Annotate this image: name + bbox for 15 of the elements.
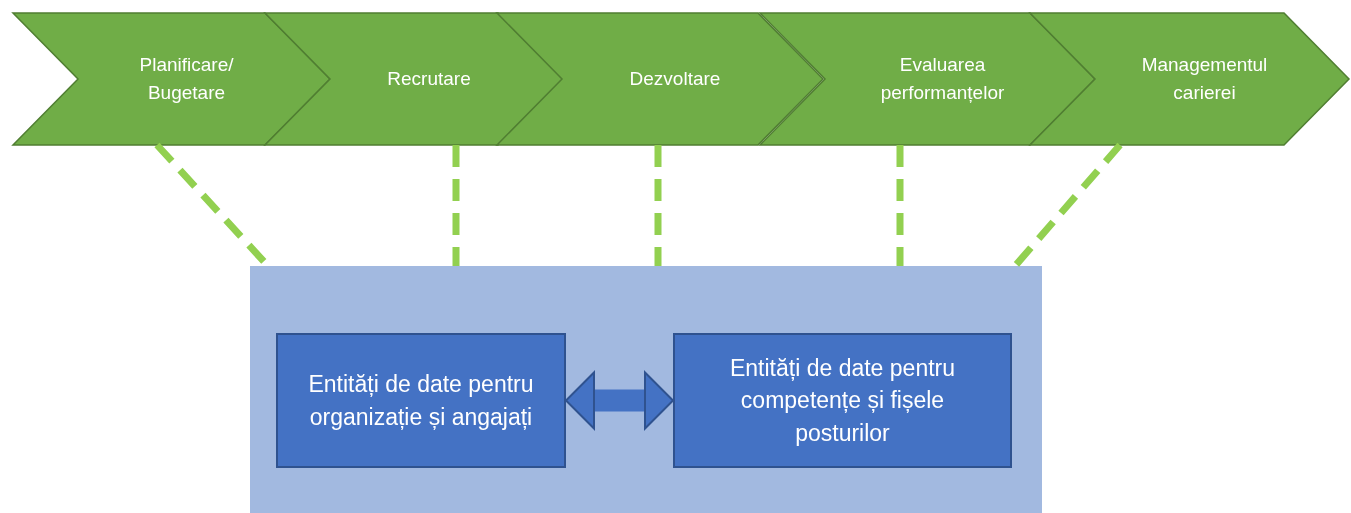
box-label: Entități de date pentru organizație și angajați bbox=[308, 370, 534, 432]
panel-background bbox=[250, 266, 1042, 513]
dashed-connector bbox=[1012, 142, 1123, 269]
step-label: Managementul carierei bbox=[1140, 53, 1269, 105]
dashed-connector bbox=[654, 145, 662, 266]
box-label: Entități de date pentru competențe și fișele posturilor bbox=[728, 354, 957, 448]
step-label: Recrutare bbox=[386, 67, 472, 92]
dashed-connector bbox=[452, 145, 460, 266]
double-arrow bbox=[565, 371, 674, 430]
dashed-connector bbox=[896, 145, 904, 266]
step-label: Evaluarea performanțelor bbox=[879, 53, 1006, 105]
step-label: Dezvoltare bbox=[628, 67, 722, 92]
step-label: Planificare/ Bugetare bbox=[138, 53, 235, 105]
data-entity-box bbox=[673, 333, 1012, 468]
data-entity-box bbox=[276, 333, 566, 468]
